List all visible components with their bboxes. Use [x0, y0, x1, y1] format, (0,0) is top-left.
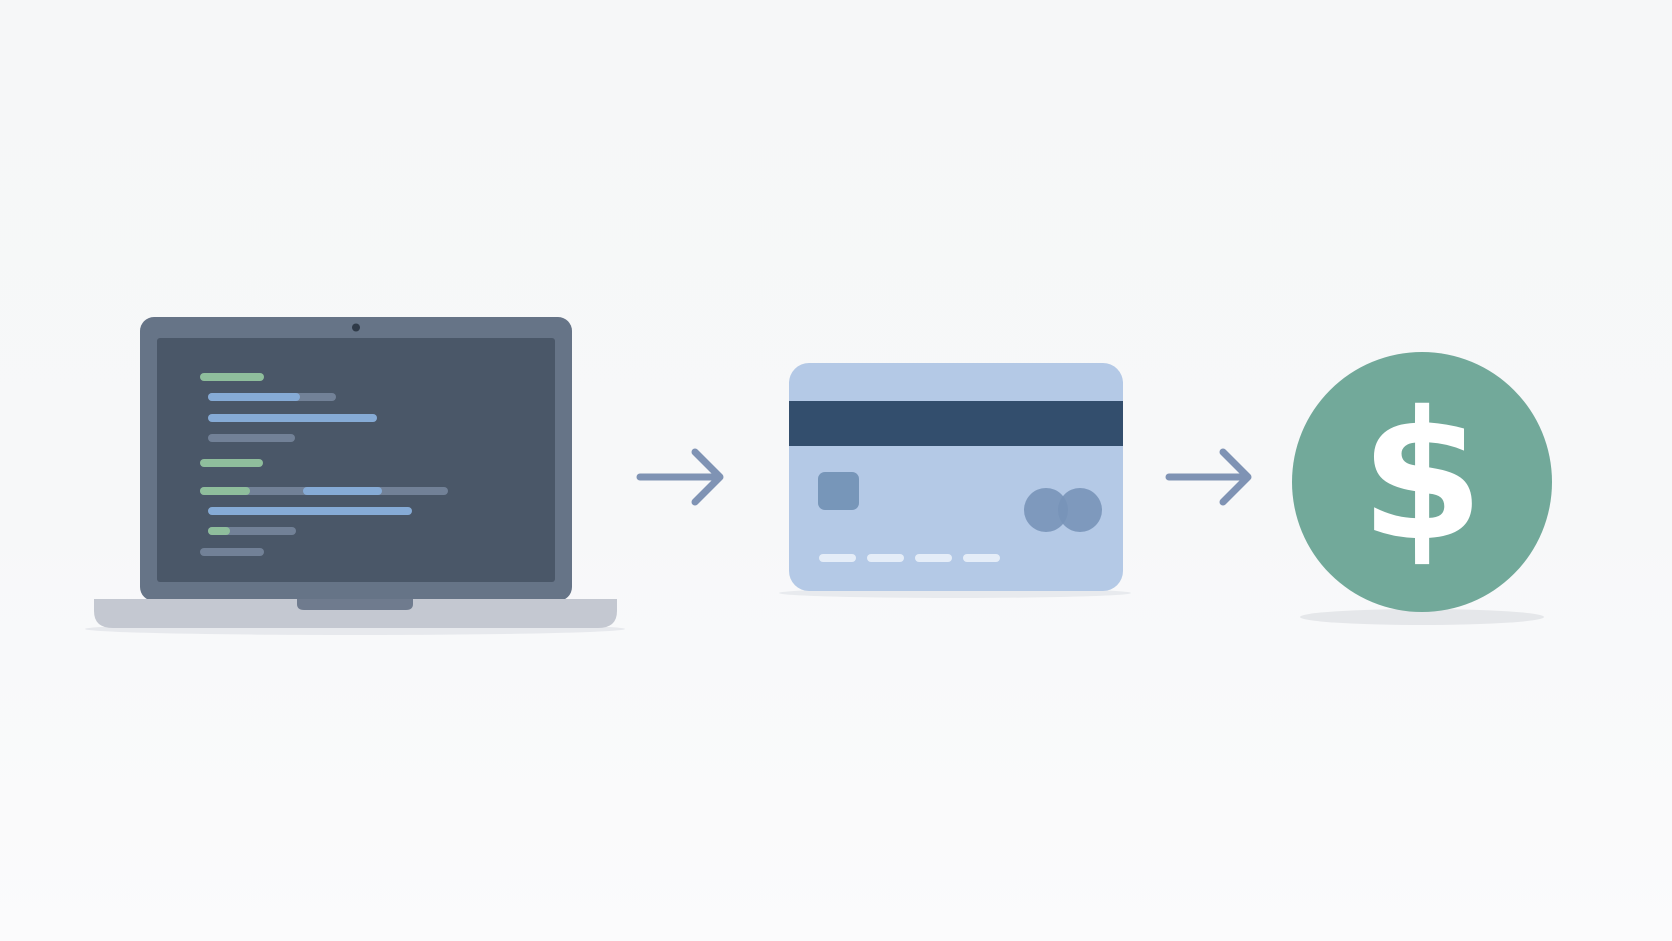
credit-card-icon: [779, 363, 1131, 598]
laptop-code-icon: [85, 317, 625, 635]
laptop-base: [94, 599, 617, 628]
card-chip: [818, 472, 859, 510]
laptop-notch: [297, 599, 413, 610]
card-magnetic-stripe: [789, 401, 1123, 446]
dollar-coin-icon: $: [1292, 352, 1552, 625]
arrow-right-icon: [636, 448, 724, 506]
laptop-camera: [352, 323, 360, 332]
coin-shadow: [1300, 609, 1544, 625]
dollar-symbol: $: [1360, 373, 1484, 580]
card-network-logo: [1024, 488, 1102, 532]
coin-body: [1292, 352, 1552, 612]
arrow-right-icon: [1165, 448, 1252, 506]
code-lines: [200, 373, 448, 556]
